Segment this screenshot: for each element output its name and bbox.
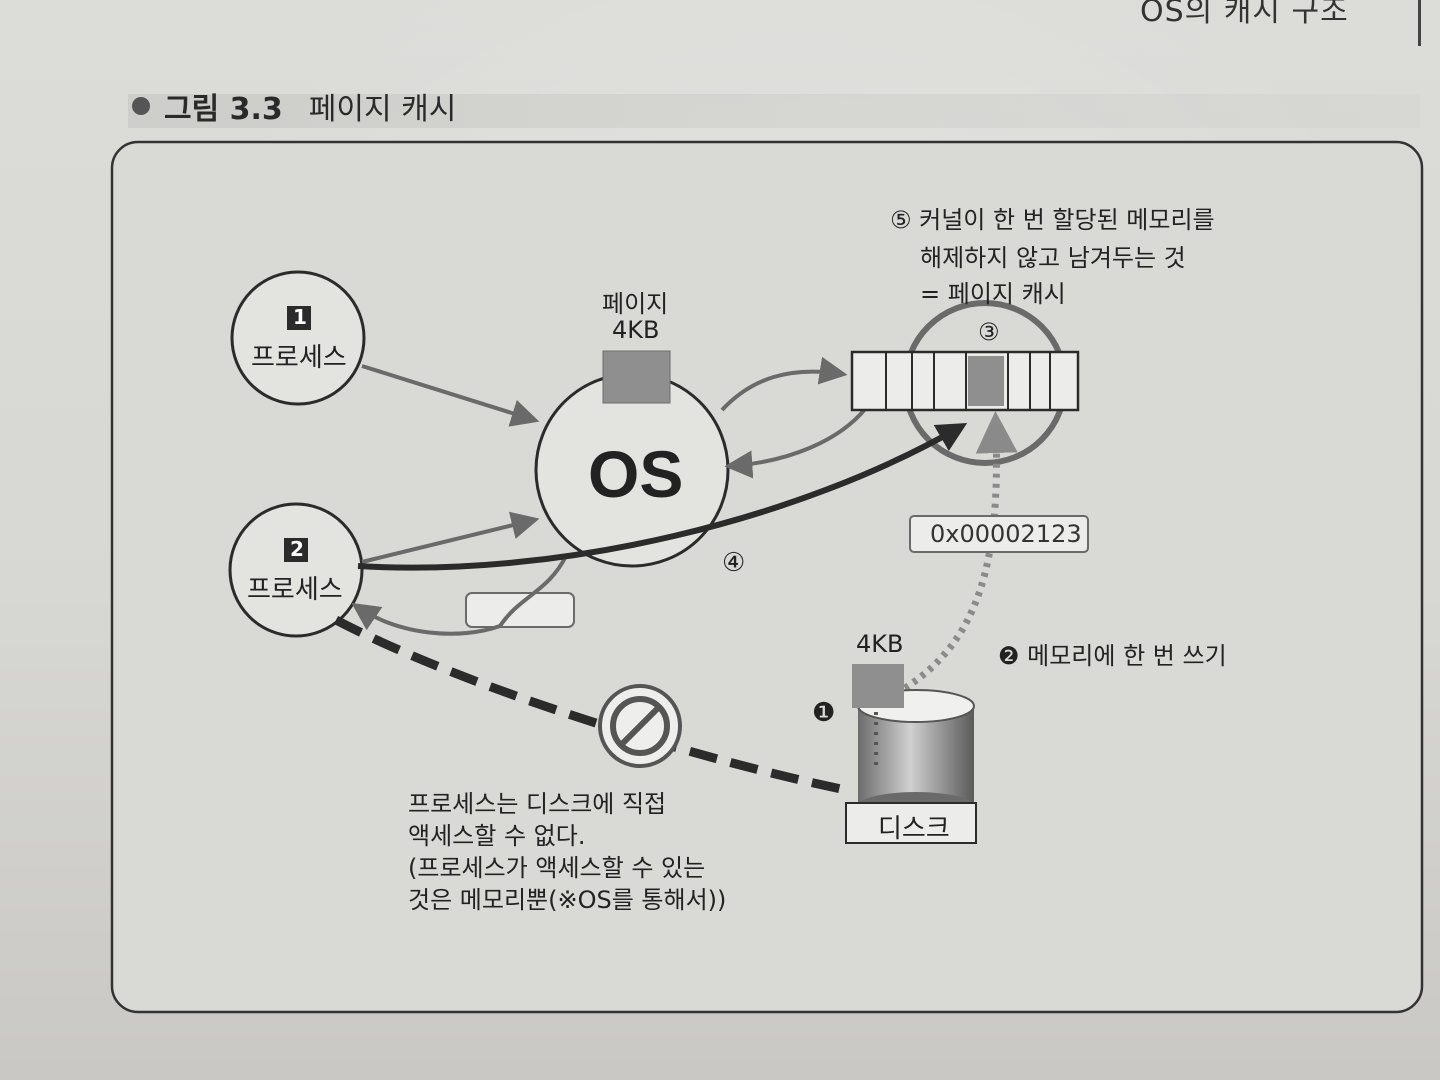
cache-marker: ③: [978, 318, 1000, 346]
cache-note-line-3: = 페이지 캐시: [920, 280, 1066, 308]
arrow-process2-cache: [357, 422, 968, 571]
disk-label-box: [845, 802, 977, 844]
cached-page-block: [968, 356, 1004, 406]
title-band: [128, 94, 1420, 128]
dotted-arrow-disk-cache: [903, 411, 1018, 691]
memory-strip: [850, 350, 1080, 412]
arrow-process1-os: [361, 364, 540, 427]
disk-label: 디스크: [878, 814, 950, 844]
process-2-label: 프로세스: [247, 575, 343, 605]
figure-number: 그림 3.3: [164, 92, 283, 127]
os-label: OS: [588, 437, 684, 511]
step-4-marker: ④: [722, 548, 746, 578]
small-buffer-box: [465, 592, 575, 628]
figure-frame: [110, 140, 1424, 1014]
no-access-icon: [598, 684, 682, 768]
arrow-process2-os: [361, 511, 540, 564]
figure-name: 페이지 캐시: [308, 92, 457, 127]
process-1-circle: [230, 270, 366, 406]
cache-note-line-2: 해제하지 않고 남겨두는 것: [920, 244, 1186, 272]
disk-marker: ❶: [812, 698, 836, 728]
os-page-block: [602, 350, 671, 404]
arrow-os-process2: [351, 555, 568, 636]
address-text: 0x00002123: [930, 520, 1082, 548]
write-once-label: ❷ 메모리에 한 번 쓰기: [998, 642, 1227, 670]
os-page-label: 페이지: [602, 290, 669, 318]
process-1-number-box: [287, 306, 311, 330]
no-access-note-line-4: 것은 메모리뿐(※OS를 통해서)): [408, 886, 727, 914]
process-2-number: 2: [290, 537, 304, 561]
os-page-size: 4KB: [612, 316, 660, 344]
no-access-note-line-1: 프로세스는 디스크에 직접: [408, 790, 667, 818]
arrow-cache-os: [724, 406, 868, 479]
no-access-note-line-2: 액세스할 수 없다.: [408, 822, 586, 850]
arrow-os-cache: [720, 356, 848, 412]
bullet-icon: [132, 97, 150, 115]
dashed-line-process2-disk: [333, 616, 847, 795]
cache-note-line-1: ⑤ 커널이 한 번 할당된 메모리를: [890, 206, 1215, 234]
process-2-circle: [228, 502, 364, 638]
disk-icon: [845, 664, 977, 844]
no-access-note-line-3: (프로세스가 액세스할 수 있는: [408, 854, 706, 882]
disk-block-size: 4KB: [856, 630, 904, 658]
disk-page-block: [852, 664, 904, 708]
address-box: [909, 515, 1089, 553]
process-2-number-box: [284, 538, 308, 562]
figure-title: 그림 3.3 페이지 캐시: [132, 86, 457, 127]
header-rule: [1418, 0, 1421, 46]
process-1-number: 1: [293, 305, 307, 329]
process-1-label: 프로세스: [251, 343, 347, 373]
running-header: OS의 캐시 구조: [1140, 0, 1349, 29]
